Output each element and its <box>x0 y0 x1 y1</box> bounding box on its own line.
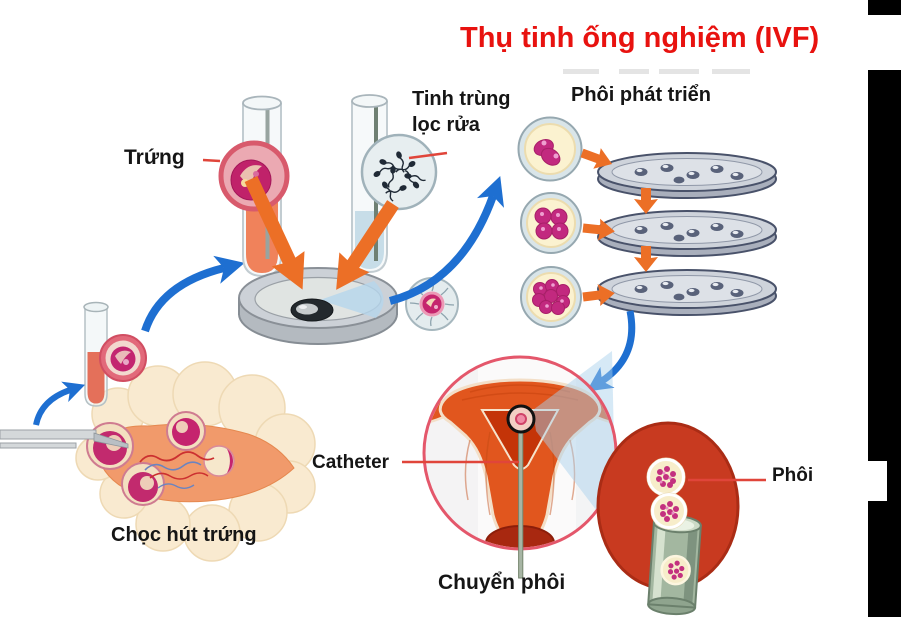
black-artifact-right <box>868 70 901 461</box>
sperm-sample-closeup <box>360 133 438 211</box>
ghost-text-artifact <box>563 69 599 74</box>
magnifier-beam <box>533 351 616 536</box>
arrow-needle-to-tube <box>33 381 86 426</box>
embryo-stage-arrows <box>580 148 658 306</box>
ghost-text-artifact <box>712 69 750 74</box>
label-embryo-transfer: Chuyển phôi <box>438 571 566 594</box>
pointer-lines <box>202 151 766 482</box>
embryo-4cell <box>520 192 582 254</box>
magnifier-ring <box>506 404 536 434</box>
pointer-line-egg <box>202 158 221 163</box>
label-catheter: Catheter <box>312 452 390 473</box>
ovary-illustration <box>0 361 316 562</box>
label-embryo: Phôi <box>772 465 814 486</box>
collection-tube <box>83 301 109 407</box>
catheter-line <box>518 425 524 579</box>
embryo-in-uterus-3 <box>660 554 691 586</box>
embryo-8cell <box>520 266 582 328</box>
label-embryo-development: Phôi phát triển <box>571 84 711 106</box>
ovarian-follicles <box>86 411 235 506</box>
arrow-dish-to-embryos <box>388 175 505 305</box>
embryo-in-uterus-2 <box>650 492 688 530</box>
black-artifact-top <box>868 0 901 15</box>
embryo-2cell <box>517 116 583 182</box>
embryo-in-uterus-1 <box>646 457 686 497</box>
aspiration-needle <box>0 429 129 449</box>
transfer-catheter-tip <box>647 514 702 616</box>
incubation-dishes <box>597 152 777 316</box>
retrieved-egg-cell <box>99 334 147 382</box>
label-egg-retrieval: Chọc hút trứng <box>111 524 257 546</box>
black-artifact-bottom <box>868 501 901 617</box>
ghost-text-artifact <box>619 69 649 74</box>
ovarian-vessels <box>139 451 215 489</box>
ghost-text-artifact <box>659 69 699 74</box>
arrow-to-uterus <box>586 310 636 392</box>
label-washed-sperm-line1: Tinh trùng <box>412 88 511 110</box>
label-washed-sperm-line2: lọc rửa <box>412 114 480 136</box>
pointer-line-sperm <box>408 151 448 160</box>
arrow-egg-to-lab <box>141 255 245 333</box>
embryo-closeup-view <box>596 421 740 616</box>
arrow-sperm-into-dish <box>336 200 399 290</box>
label-egg: Trứng <box>124 146 185 169</box>
page-title: Thụ tinh ống nghiệm (IVF) <box>460 22 820 54</box>
uterus-illustration <box>422 351 618 579</box>
culture-dish <box>238 267 398 345</box>
black-artifact-notch <box>887 461 901 501</box>
arrow-egg-into-dish <box>244 176 305 290</box>
